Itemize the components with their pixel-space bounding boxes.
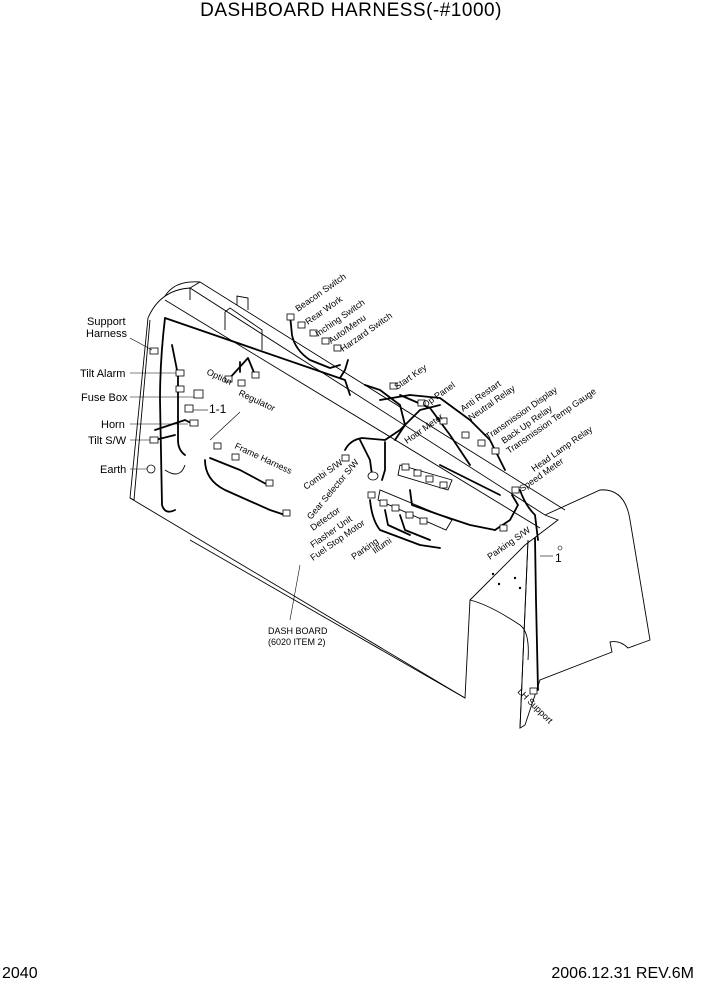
label-horn: Horn bbox=[101, 419, 125, 431]
label-dash-board-2: (6020 ITEM 2) bbox=[268, 637, 326, 647]
connector bbox=[341, 454, 350, 462]
label-regulator: Regulator bbox=[237, 388, 277, 414]
connector bbox=[391, 504, 400, 512]
leader-lines bbox=[129, 337, 553, 621]
connector bbox=[265, 479, 274, 487]
connector bbox=[529, 687, 538, 695]
connector bbox=[401, 463, 410, 471]
connector bbox=[333, 344, 342, 352]
dash-board-panel bbox=[129, 281, 651, 729]
connector bbox=[286, 313, 295, 321]
connector bbox=[477, 439, 486, 447]
label-tilt-alarm: Tilt Alarm bbox=[80, 368, 125, 380]
connector bbox=[175, 369, 185, 377]
earth-terminal bbox=[146, 464, 156, 474]
connector bbox=[413, 469, 422, 477]
connector bbox=[389, 382, 398, 390]
connector bbox=[511, 486, 520, 494]
label-dash-board-1: DASH BOARD bbox=[268, 626, 328, 636]
revision-date: 2006.12.31 REV.6M bbox=[551, 965, 694, 982]
connector bbox=[213, 442, 222, 450]
connector bbox=[149, 436, 159, 444]
connector bbox=[321, 337, 330, 345]
label-ref-1-1: 1-1 bbox=[209, 402, 227, 416]
connector bbox=[425, 475, 434, 483]
connector bbox=[379, 499, 388, 507]
connector bbox=[461, 431, 470, 439]
connector bbox=[439, 417, 448, 425]
page-number: 2040 bbox=[2, 965, 38, 982]
connector bbox=[175, 385, 185, 393]
label-option: Option bbox=[205, 367, 233, 387]
connector bbox=[189, 419, 199, 427]
label-hour-meter: Hour Meter bbox=[402, 412, 445, 446]
connector bbox=[149, 347, 159, 355]
connector bbox=[419, 517, 428, 525]
connector bbox=[297, 321, 306, 329]
connector bbox=[184, 404, 194, 413]
connector bbox=[231, 453, 240, 461]
connectors bbox=[146, 313, 538, 695]
connector bbox=[309, 329, 318, 337]
label-ref-1: 1 bbox=[555, 551, 562, 565]
connector bbox=[499, 524, 508, 532]
connector bbox=[491, 447, 500, 455]
connector bbox=[237, 379, 246, 387]
label-start-key: Start Key bbox=[392, 362, 428, 392]
connector bbox=[224, 375, 233, 383]
label-support-harness-1: Support bbox=[87, 316, 126, 328]
harness-wires bbox=[154, 314, 539, 691]
connector bbox=[251, 371, 260, 379]
connector bbox=[367, 491, 376, 499]
label-earth: Earth bbox=[100, 464, 126, 476]
page-title: DASHBOARD HARNESS(-#1000) bbox=[200, 0, 502, 21]
connector bbox=[282, 509, 291, 517]
label-support-harness-2: Harness bbox=[86, 328, 127, 340]
connector bbox=[439, 481, 448, 489]
label-tilt-sw: Tilt S/W bbox=[88, 435, 127, 447]
fuse-box-connector bbox=[193, 389, 204, 399]
connector bbox=[417, 399, 426, 407]
connector bbox=[405, 511, 414, 519]
connector bbox=[367, 471, 379, 481]
label-fuse-box: Fuse Box bbox=[81, 392, 128, 404]
